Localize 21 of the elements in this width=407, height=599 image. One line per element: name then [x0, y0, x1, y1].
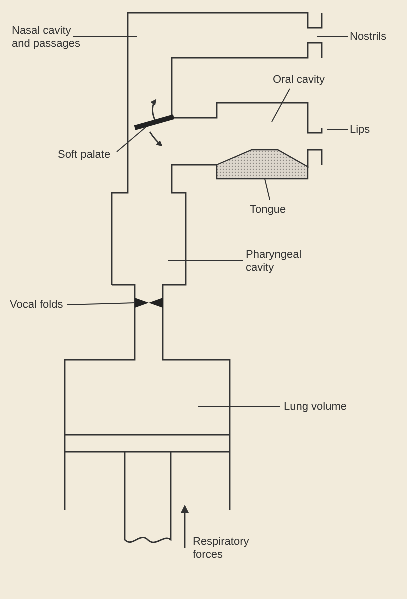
leader-line [272, 88, 290, 122]
leader-line [198, 406, 280, 408]
dotted-trapezoid [216, 149, 309, 180]
leader-line [72, 36, 138, 38]
part-label: Lips [350, 124, 390, 137]
part-label: Nasal cavity and passages [12, 25, 82, 51]
leader-line [66, 302, 136, 306]
part-label: Tongue [250, 204, 310, 217]
part-label: Oral cavity [273, 74, 343, 87]
fold-triangle [135, 298, 149, 308]
part-label: Pharyngeal cavity [246, 249, 306, 275]
arrow-label: Respiratory forces [193, 536, 250, 562]
leader-line [316, 36, 348, 38]
fold-triangle [149, 298, 163, 308]
part-label: Lung volume [284, 401, 364, 414]
leader-line [264, 178, 270, 200]
part-label: Nostrils [350, 31, 407, 44]
flap-bar [134, 114, 175, 130]
leader-line [168, 260, 244, 262]
part-label: Vocal folds [10, 299, 70, 312]
part-label: Soft palate [58, 149, 128, 162]
